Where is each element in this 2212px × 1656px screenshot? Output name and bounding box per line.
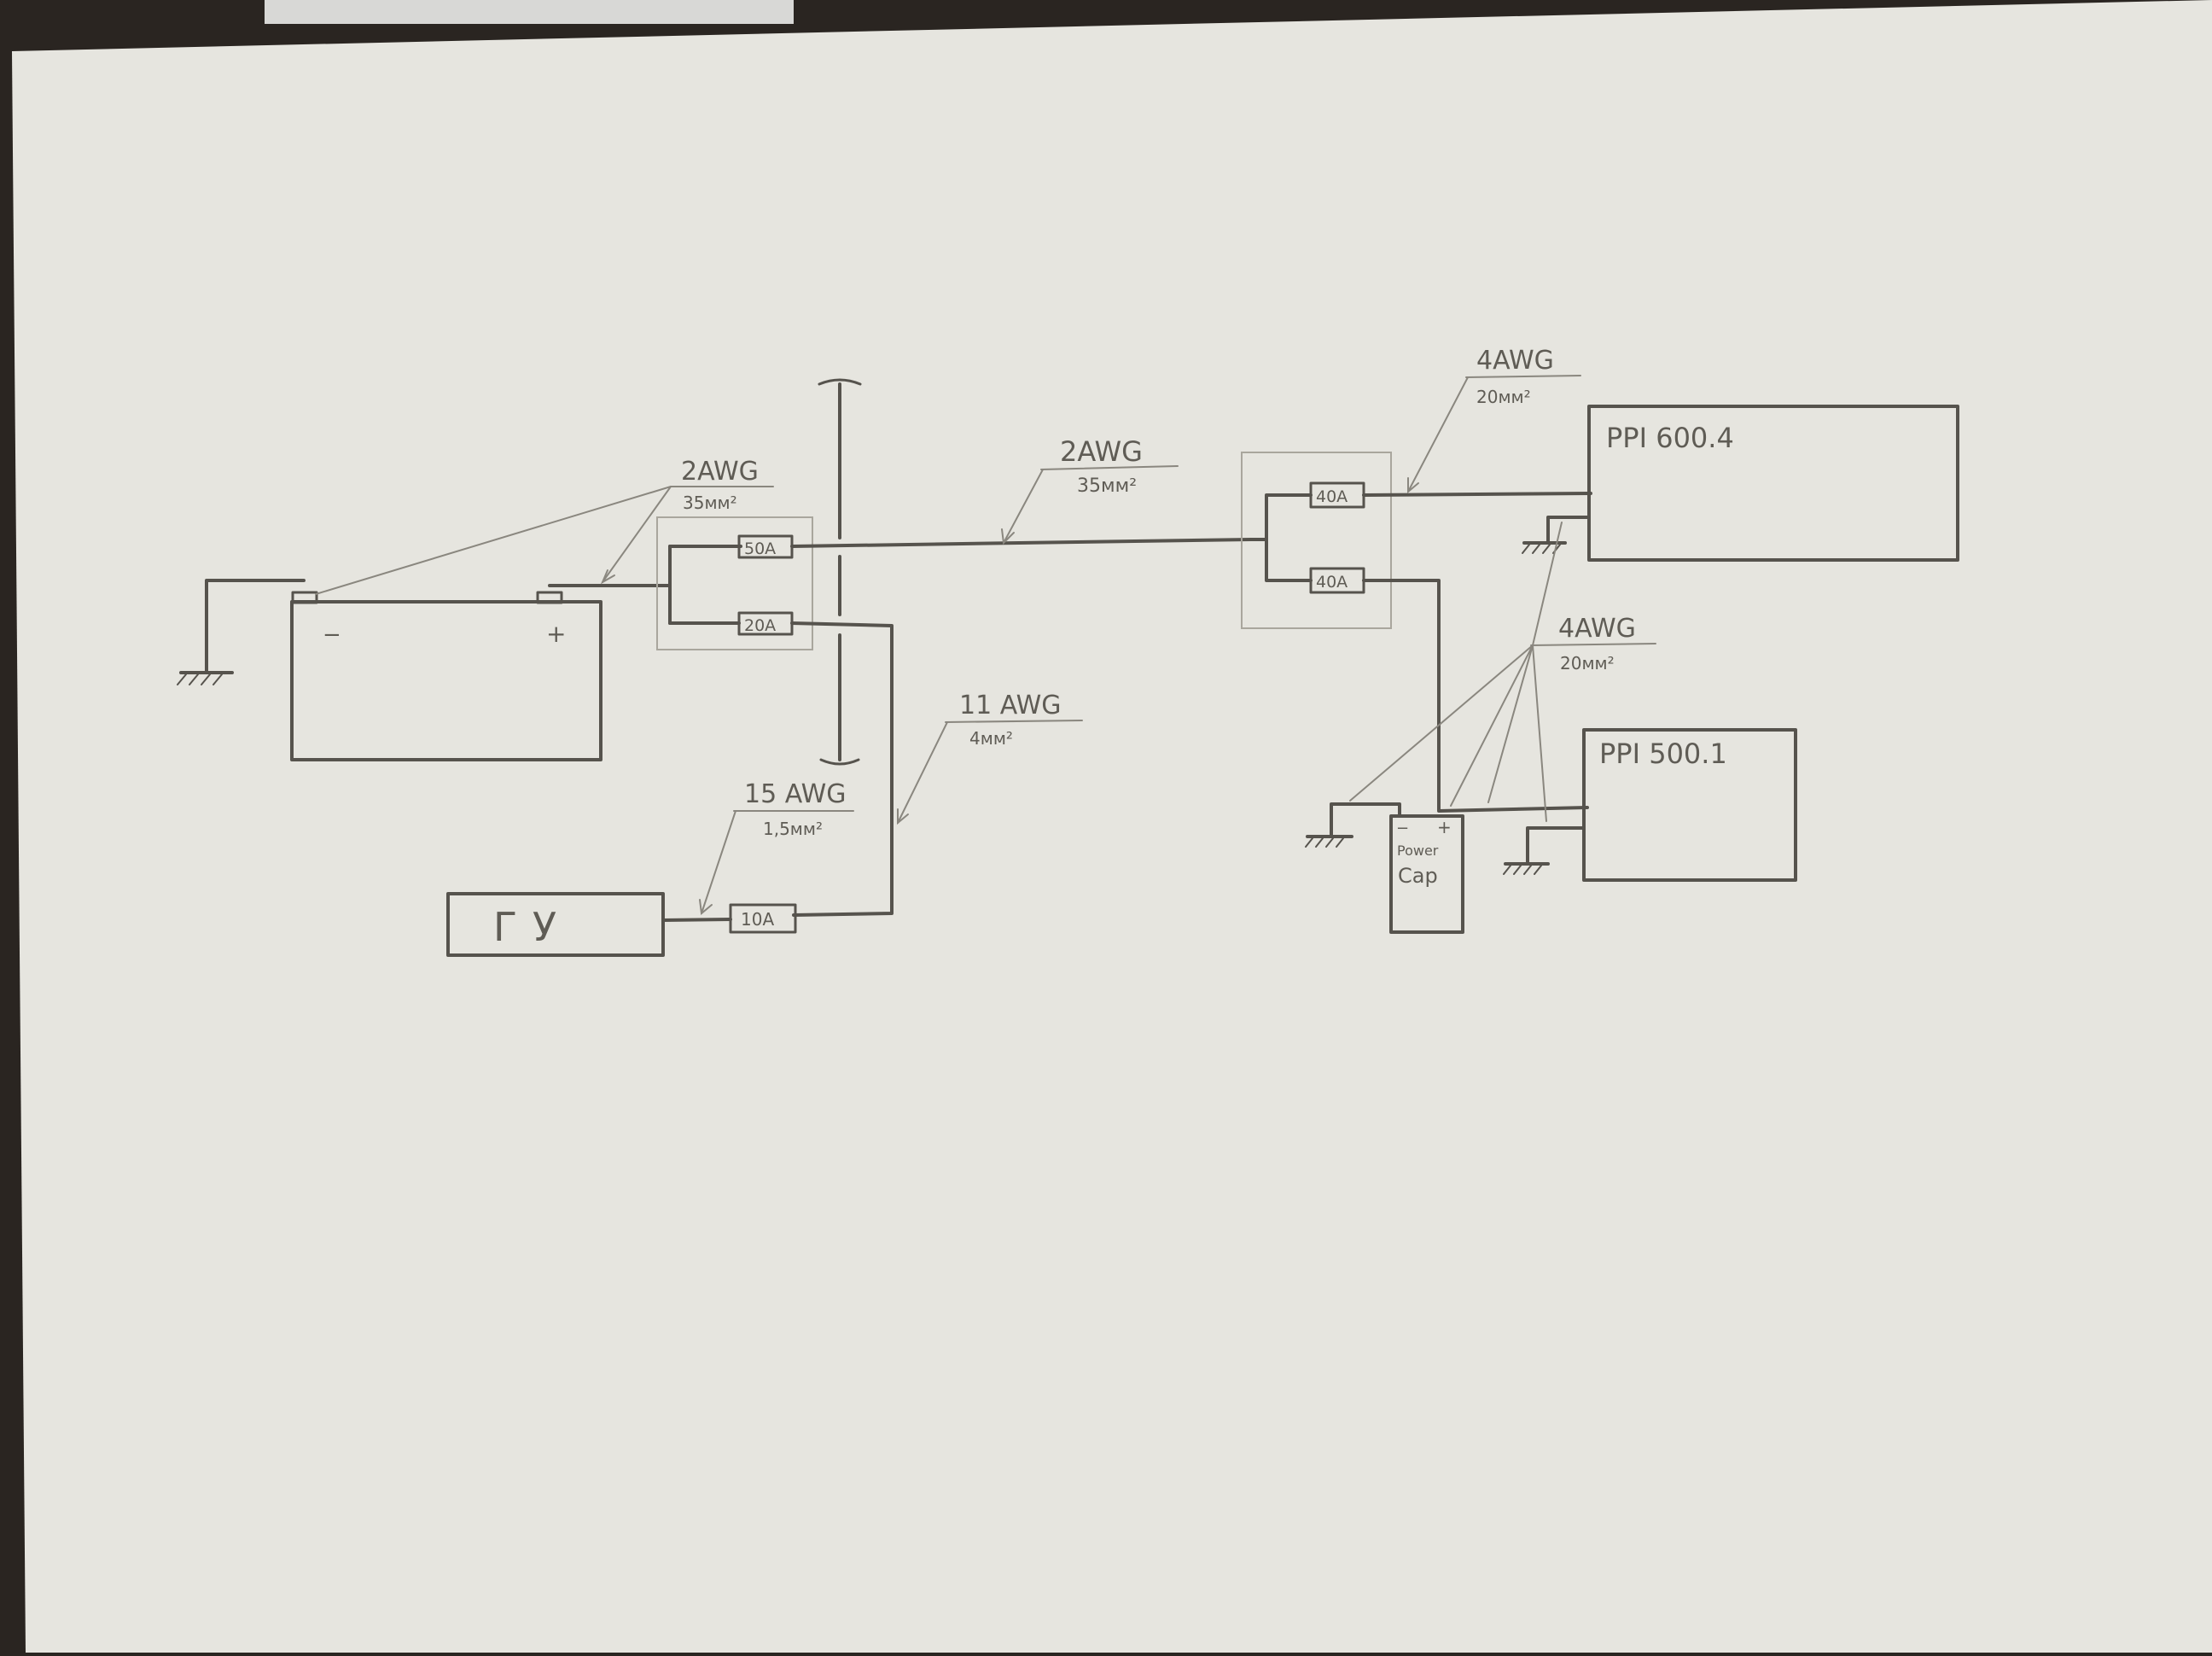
battery-minus-label: − [323,622,341,648]
fuse-amp-bottom-label: 40A [1316,573,1348,592]
amplifier-ppi-600-4: PPI 600.4 [1522,405,1959,562]
amp1-label: PPI 600.4 [1606,422,1734,454]
ground-cable-area: 20мм² [1560,653,1615,673]
annotation-ground-cable: 4AWG 20мм² [1349,522,1656,822]
battery: − + [290,591,602,761]
main-cable-gauge: 2AWG [1060,435,1143,468]
annotation-amp-cable: 4AWG 20мм² [1407,346,1581,494]
paper-sheet [12,0,2212,1653]
fuse-amp-top-label: 40A [1316,487,1348,506]
ground-cable-gauge: 4AWG [1558,614,1636,644]
amp-fuse-block: 40A 40A [1241,452,1392,629]
fuse-main-bottom-label: 20A [744,616,776,635]
feed-cable-gauge: 11 AWG [959,691,1062,720]
feed-cable-area: 4мм² [969,728,1013,749]
amp2-power-wire [1362,579,1589,813]
amplifier-ppi-500-1: PPI 500.1 [1503,728,1797,882]
hu-cable-gauge: 15 AWG [744,779,847,809]
fuse-main-top-label: 50A [744,539,776,558]
battery-ground-wire [177,579,306,685]
hu-cable-area: 1,5мм² [763,819,823,839]
amp-cable-area: 20мм² [1476,387,1531,407]
main-power-cable [790,538,1253,548]
fuse-head-unit-label: 10A [741,909,774,930]
battery-cable-gauge: 2AWG [681,457,759,487]
head-unit: ГУ 10A [446,892,797,957]
power-capacitor: − + Power Cap [1305,802,1464,934]
cap-label-line1: Power [1397,843,1439,859]
cap-minus-label: − [1396,819,1409,837]
bulkhead-marker [818,378,862,766]
cap-label-line2: Cap [1398,864,1438,888]
amp1-power-wire [1362,492,1592,497]
annotation-hu-cable: 15 AWG 1,5мм² [699,779,854,915]
head-unit-feed-wire [790,621,894,917]
annotation-battery-cable: 2AWG 35мм² [315,457,774,595]
annotation-feed-cable: 11 AWG 4мм² [897,691,1083,825]
battery-cable-area: 35мм² [683,493,737,513]
amp2-label: PPI 500.1 [1599,738,1727,770]
cap-plus-label: + [1437,817,1452,837]
main-cable-area: 35мм² [1077,475,1137,497]
head-unit-label: ГУ [493,904,572,950]
annotation-main-cable: 2AWG 35мм² [1001,435,1179,545]
battery-plus-label: + [546,620,566,648]
background-paper-scrap [265,0,794,24]
amp-cable-gauge: 4AWG [1476,346,1554,376]
